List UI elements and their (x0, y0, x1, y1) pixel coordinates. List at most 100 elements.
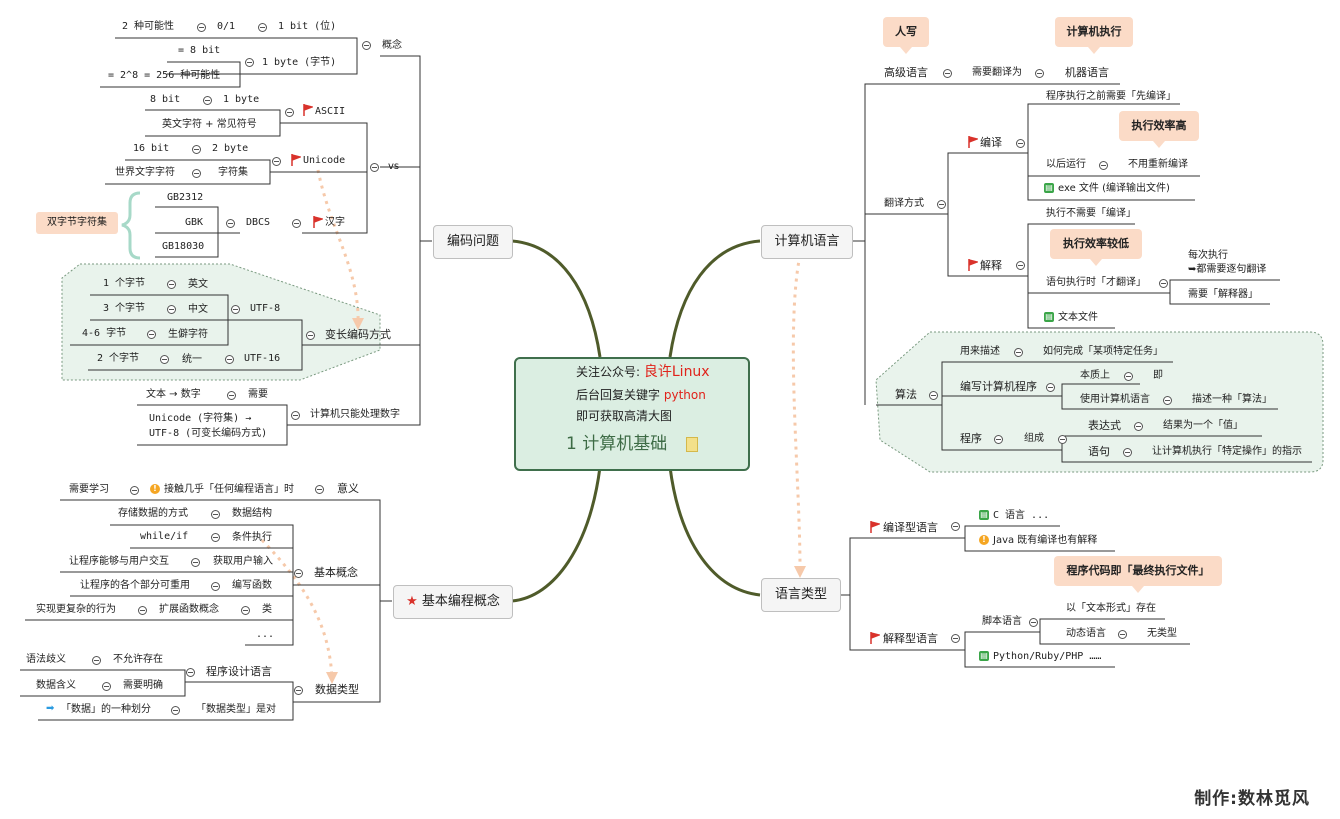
collapse-marker[interactable] (272, 157, 281, 166)
callout-final-exec-file: 程序代码即「最终执行文件」 (1054, 556, 1222, 593)
red-flag-icon (870, 521, 880, 533)
vs-label: vs (388, 161, 400, 172)
collapse-marker[interactable] (160, 355, 169, 364)
branch-encoding[interactable]: 编码问题 (433, 225, 513, 259)
use-computer-language: 使用计算机语言 (1080, 394, 1150, 405)
statement-label: 语句 (1088, 445, 1110, 458)
collapse-marker[interactable] (1099, 161, 1108, 170)
collapse-marker[interactable] (1134, 422, 1143, 431)
text-form: 以「文本形式」存在 (1066, 603, 1156, 614)
collapse-marker[interactable] (943, 69, 952, 78)
collapse-marker[interactable] (241, 606, 250, 615)
collapse-marker[interactable] (211, 582, 220, 591)
data-type-is: 「数据类型」是对 (196, 704, 276, 715)
collapse-marker[interactable] (994, 435, 1003, 444)
collapse-marker[interactable] (285, 108, 294, 117)
user-interaction: 让程序能够与用户交互 (69, 556, 169, 567)
bit-definition: 1 bit (位) (278, 21, 337, 32)
branch-computer-language[interactable]: 计算机语言 (761, 225, 853, 259)
collapse-marker[interactable] (147, 330, 156, 339)
collapse-marker[interactable] (226, 219, 235, 228)
utf8-row2-value: 中文 (188, 304, 208, 315)
utf8-row3-bytes: 4-6 字节 (82, 328, 127, 339)
reusable-parts: 让程序的各个部分可重用 (80, 580, 190, 591)
translate-at-runtime: 语句执行时「才翻译」 (1046, 277, 1146, 288)
utf16-row-bytes: 2 个字节 (97, 353, 140, 364)
script-language: 脚本语言 (982, 616, 1022, 627)
arrow-right-icon: ➡ (46, 703, 55, 714)
central-topic[interactable]: 关注公众号: 良许Linux 后台回复关键字 python 即可获取高清大图 1… (514, 357, 750, 471)
compile-first: 程序执行之前需要「先编译」 (1046, 91, 1176, 102)
write-computer-program: 编写计算机程序 (960, 380, 1037, 393)
branch-language-type[interactable]: 语言类型 (761, 578, 841, 612)
byte-definition: 1 byte (字节) (262, 57, 337, 68)
dbcs-tag: 双字节字符集 (36, 212, 118, 234)
collapse-marker[interactable] (186, 668, 195, 677)
collapse-marker[interactable] (231, 305, 240, 314)
collapse-marker[interactable] (951, 634, 960, 643)
collapse-marker[interactable] (1046, 383, 1055, 392)
collapse-marker[interactable] (1016, 261, 1025, 270)
collapse-marker[interactable] (291, 411, 300, 420)
collapse-marker[interactable] (1016, 139, 1025, 148)
collapse-marker[interactable] (292, 219, 301, 228)
basic-concepts-label: 基本概念 (314, 566, 358, 579)
collapse-marker[interactable] (130, 486, 139, 495)
collapse-marker[interactable] (306, 331, 315, 340)
collapse-marker[interactable] (102, 682, 111, 691)
collapse-marker[interactable] (1159, 279, 1168, 288)
numbers-only-label: 计算机只能处理数字 (310, 409, 400, 420)
branch-basics[interactable]: ★ 基本编程概念 (393, 585, 513, 619)
collapse-marker[interactable] (192, 169, 201, 178)
collapse-marker[interactable] (245, 58, 254, 67)
collapse-marker[interactable] (167, 305, 176, 314)
collapse-marker[interactable] (1118, 630, 1127, 639)
store-data-way: 存储数据的方式 (118, 508, 188, 519)
collapse-marker[interactable] (225, 355, 234, 364)
gb18030: GB18030 (162, 241, 205, 252)
collapse-marker[interactable] (937, 200, 946, 209)
collapse-marker[interactable] (1035, 69, 1044, 78)
get-user-input: 获取用户输入 (213, 556, 273, 567)
concept-label: 概念 (382, 40, 402, 51)
collapse-marker[interactable] (227, 391, 236, 400)
collapse-marker[interactable] (1029, 618, 1038, 627)
collapse-marker[interactable] (258, 23, 267, 32)
collapse-marker[interactable] (1124, 372, 1133, 381)
syntax-ambiguity: 语法歧义 (26, 654, 66, 665)
collapse-marker[interactable] (1123, 448, 1132, 457)
collapse-marker[interactable] (191, 558, 200, 567)
algorithm-label: 算法 (895, 388, 917, 401)
collapse-marker[interactable] (203, 96, 212, 105)
collapse-marker[interactable] (951, 522, 960, 531)
collapse-marker[interactable] (294, 569, 303, 578)
collapse-marker[interactable] (294, 686, 303, 695)
collapse-marker[interactable] (1058, 435, 1067, 444)
collapse-marker[interactable] (138, 606, 147, 615)
collapse-marker[interactable] (929, 391, 938, 400)
collapse-marker[interactable] (370, 163, 379, 172)
each-exec-line1: 每次执行 (1188, 250, 1228, 261)
collapse-marker[interactable] (171, 706, 180, 715)
checklist-icon: ▤ (979, 510, 989, 520)
dynamic-language: 动态语言 (1066, 628, 1106, 639)
collapse-marker[interactable] (315, 485, 324, 494)
collapse-marker[interactable] (192, 145, 201, 154)
collapse-marker[interactable] (167, 280, 176, 289)
java-both: Java 既有编译也有解释 (993, 535, 1098, 546)
each-exec-line2: ➥都需要逐句翻译 (1188, 264, 1267, 275)
collapse-marker[interactable] (1163, 396, 1172, 405)
program-label: 程序 (960, 432, 982, 445)
collapse-marker[interactable] (92, 656, 101, 665)
collapse-marker[interactable] (211, 533, 220, 542)
dbcs-label: DBCS (246, 217, 271, 228)
center-title: 1 计算机基础 (566, 434, 668, 454)
data-meaning: 数据含义 (36, 680, 76, 691)
collapse-marker[interactable] (211, 510, 220, 519)
variable-encoding-label: 变长编码方式 (325, 328, 391, 341)
callout-efficient: 执行效率高 (1119, 111, 1199, 148)
need-label: 需要 (248, 389, 268, 400)
collapse-marker[interactable] (1014, 348, 1023, 357)
collapse-marker[interactable] (197, 23, 206, 32)
collapse-marker[interactable] (362, 41, 371, 50)
